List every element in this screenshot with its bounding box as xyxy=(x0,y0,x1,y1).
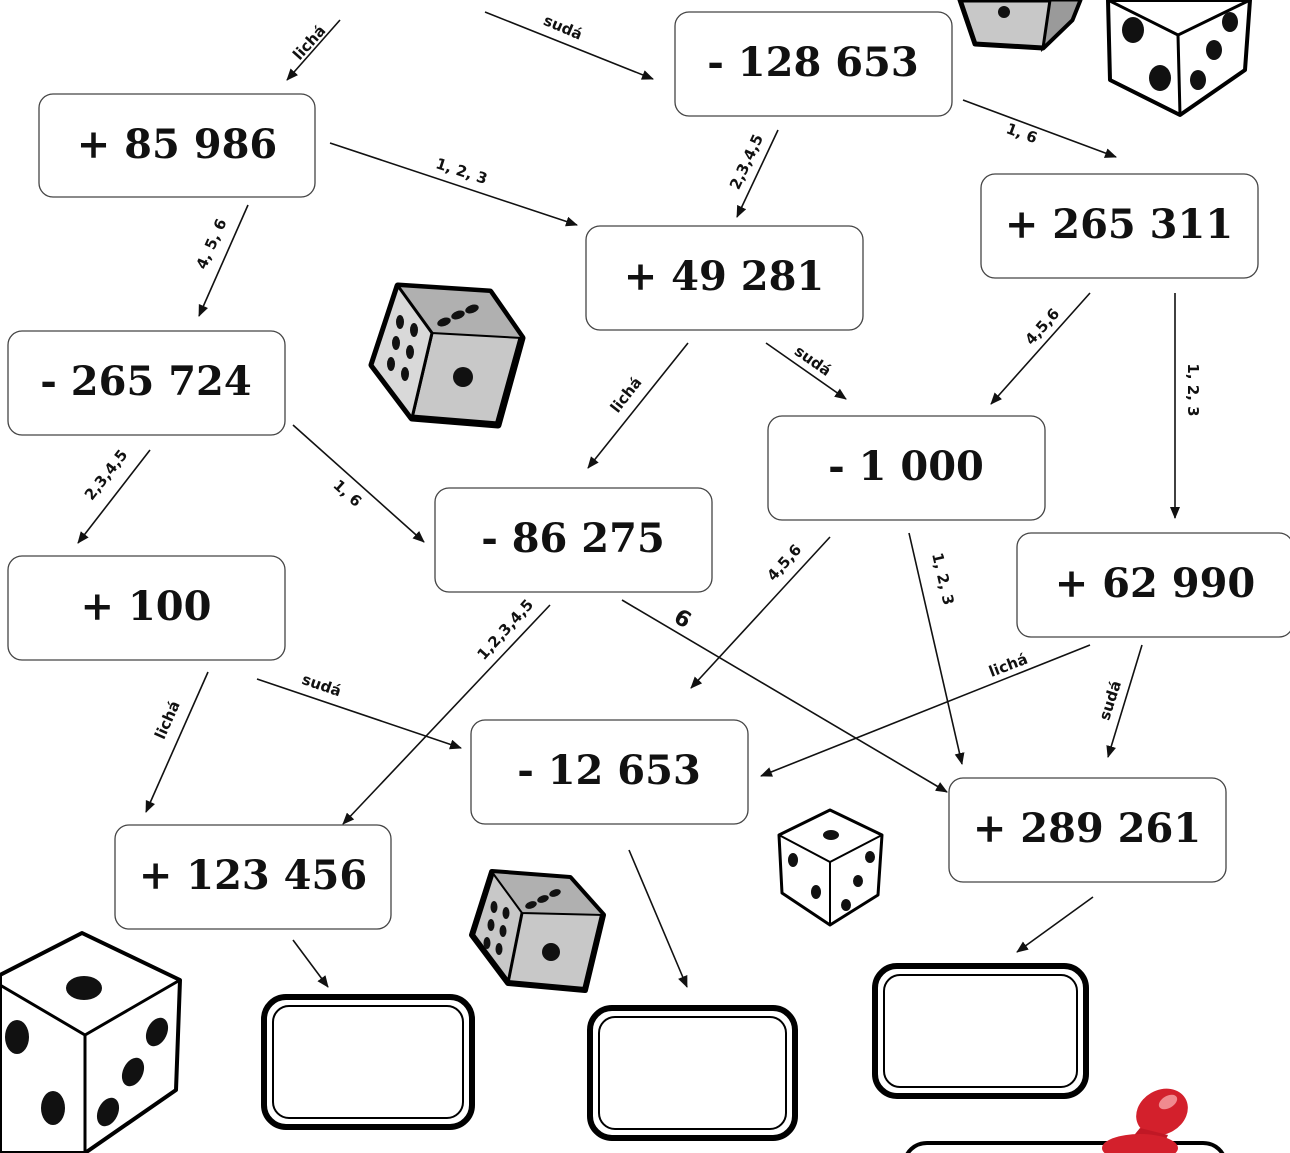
arrow-e8 xyxy=(588,343,688,468)
white-die-icon-top-right xyxy=(1108,0,1250,115)
edge-label-e2: sudá xyxy=(541,11,585,43)
edge-label-e6: 4, 5, 6 xyxy=(192,216,230,272)
answer-box-2 xyxy=(590,1008,795,1138)
answer-box-3 xyxy=(875,966,1086,1096)
box-label-b6: - 1 000 xyxy=(828,443,984,490)
box-label-b4: + 49 281 xyxy=(624,253,825,300)
box-label-b1: + 85 986 xyxy=(77,121,278,168)
gray-die-icon-bottom xyxy=(472,872,603,990)
answer-box-1 xyxy=(264,997,472,1127)
arrow-e20 xyxy=(257,679,461,748)
box-label-b9: + 100 xyxy=(81,583,212,630)
edge-label-e19: lichá xyxy=(151,698,184,742)
arrow-e9 xyxy=(991,293,1090,404)
arrow-e12 xyxy=(293,425,424,542)
edge-label-e10: 1, 2, 3 xyxy=(1184,363,1202,416)
arrow-e19 xyxy=(146,672,208,812)
box-label-b2: - 128 653 xyxy=(707,39,918,86)
answer-boxes xyxy=(264,966,1225,1153)
edge-label-e7: sudá xyxy=(791,342,834,380)
white-die-icon-small xyxy=(779,810,882,925)
edge-label-e13: 4,5,6 xyxy=(763,541,805,585)
arrow-e3 xyxy=(330,143,577,225)
edge-label-e1: lichá xyxy=(289,22,329,64)
box-label-b3: + 265 311 xyxy=(1005,201,1233,248)
edge-label-e17: lichá xyxy=(986,650,1030,681)
edge-label-e9: 4,5,6 xyxy=(1021,305,1063,349)
edge-label-e8: lichá xyxy=(607,374,646,417)
box-label-b12: + 123 456 xyxy=(139,852,367,899)
gray-die-icon-top xyxy=(960,0,1080,48)
arrow-to-empty-3 xyxy=(1017,897,1093,952)
edge-label-e3: 1, 2, 3 xyxy=(433,154,489,188)
box-label-b10: - 12 653 xyxy=(517,747,701,794)
edge-label-e11: 2,3,4,5 xyxy=(81,446,131,503)
edge-label-e5: 1, 6 xyxy=(1004,119,1040,147)
box-label-b5: - 265 724 xyxy=(40,358,251,405)
arrow-to-empty-2 xyxy=(629,850,687,987)
arrow-e5 xyxy=(963,100,1116,157)
box-label-b8: + 62 990 xyxy=(1055,560,1256,607)
arrow-to-empty-1 xyxy=(293,940,328,987)
gray-die-icon-middle xyxy=(372,286,522,425)
edge-label-e14: 1, 2, 3 xyxy=(928,551,957,607)
edge-label-e12: 1, 6 xyxy=(330,476,366,511)
box-label-b7: - 86 275 xyxy=(481,515,665,562)
box-label-b11: + 289 261 xyxy=(973,805,1201,852)
white-die-icon-large xyxy=(0,933,180,1153)
edge-label-e4: 2,3,4,5 xyxy=(726,131,767,192)
